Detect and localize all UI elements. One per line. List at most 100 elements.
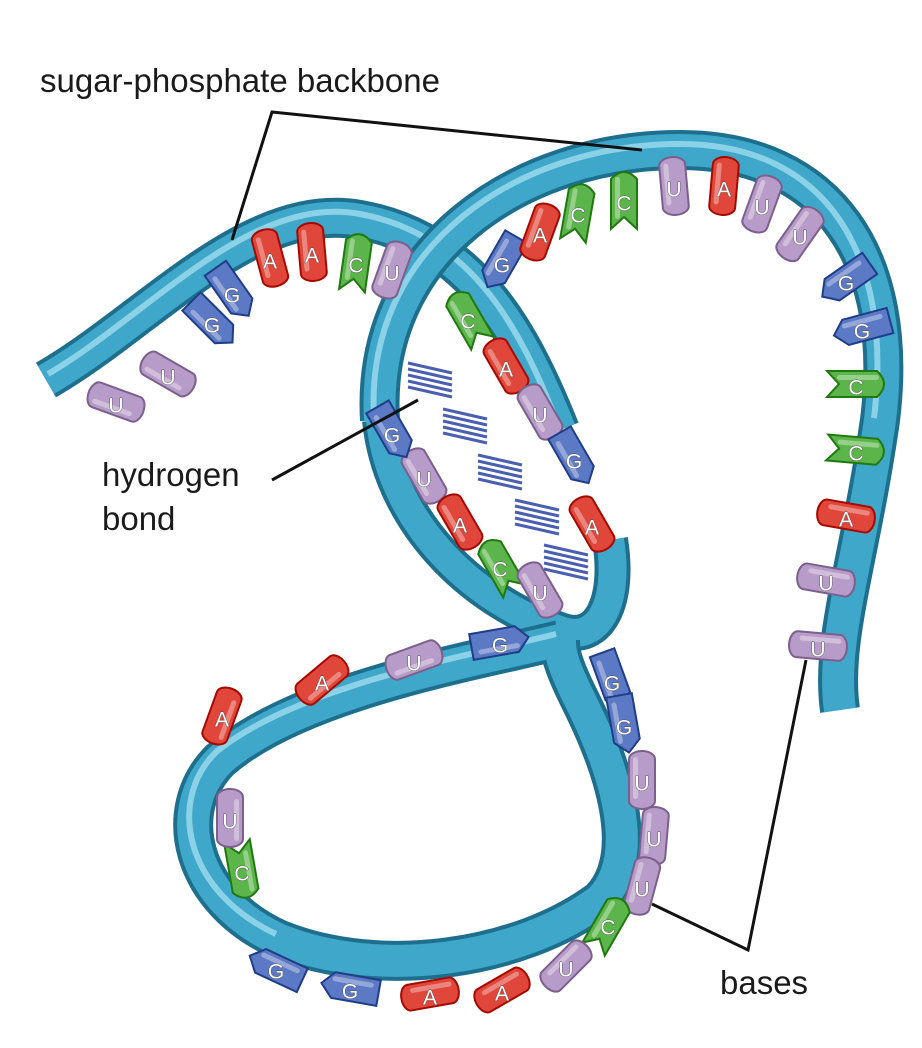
base-highlight bbox=[344, 238, 355, 280]
base-a: A bbox=[482, 337, 530, 395]
base-highlight bbox=[525, 208, 544, 248]
base-u: U bbox=[216, 788, 244, 848]
base-body bbox=[468, 625, 530, 661]
base-highlight bbox=[591, 900, 616, 938]
base-letter: G bbox=[384, 425, 400, 448]
base-highlight bbox=[301, 229, 310, 272]
hydrogen-bond-label-line2: bond bbox=[102, 500, 175, 537]
base-highlight bbox=[441, 504, 466, 543]
base-body bbox=[222, 836, 260, 899]
base-letter: C bbox=[848, 443, 863, 466]
base-a: A bbox=[294, 654, 350, 706]
base-u: U bbox=[796, 562, 856, 598]
base-g: G bbox=[832, 306, 895, 347]
base-highlight bbox=[713, 162, 722, 205]
base-body bbox=[180, 290, 235, 345]
base-highlight bbox=[405, 458, 430, 497]
base-highlight bbox=[485, 238, 510, 276]
hydrogen-bond-dash bbox=[442, 431, 488, 445]
leader-lines bbox=[230, 110, 808, 953]
base-highlight bbox=[190, 309, 222, 341]
base-highlight bbox=[837, 375, 879, 380]
base-body bbox=[400, 447, 448, 505]
base-letter: U bbox=[532, 583, 547, 606]
base-letter: A bbox=[717, 179, 731, 202]
base-highlight bbox=[633, 757, 638, 799]
hydrogen-bond-dash bbox=[477, 453, 523, 467]
base-body bbox=[708, 156, 740, 216]
base-highlight bbox=[481, 548, 506, 587]
base-highlight bbox=[566, 188, 578, 230]
hydrogen-bond-dash bbox=[514, 498, 560, 512]
hydrogen-bond-dash bbox=[407, 385, 453, 399]
base-a: A bbox=[519, 202, 561, 262]
hydrogen-bond-leader-line bbox=[271, 398, 419, 482]
hydrogen-bond-dash bbox=[442, 413, 488, 427]
base-c: C bbox=[824, 370, 885, 400]
hydrogen-bond-dash bbox=[477, 459, 523, 473]
base-letter: G bbox=[342, 981, 358, 1004]
base-u: U bbox=[400, 447, 448, 505]
base-c: C bbox=[337, 233, 373, 295]
base-body bbox=[539, 939, 593, 993]
hydrogen-bond-dash bbox=[407, 379, 453, 393]
base-highlight bbox=[218, 700, 237, 740]
base-highlight bbox=[373, 414, 398, 453]
base-body bbox=[216, 788, 244, 848]
base-highlight bbox=[573, 506, 598, 545]
base-body bbox=[400, 976, 460, 1012]
base-g: G bbox=[605, 692, 641, 754]
base-a: A bbox=[201, 686, 243, 746]
base-a: A bbox=[400, 976, 460, 1012]
hydrogen-bond-dash bbox=[477, 477, 523, 491]
base-body bbox=[201, 686, 243, 746]
base-letter: C bbox=[460, 311, 475, 334]
hydrogen-bond-dash bbox=[514, 510, 560, 524]
base-highlight bbox=[555, 440, 580, 479]
base-u: U bbox=[516, 561, 564, 619]
base-highlight bbox=[261, 952, 300, 974]
base-letter: U bbox=[634, 773, 649, 796]
backbone-helix-strand-a-face bbox=[366, 418, 627, 647]
base-body bbox=[519, 202, 561, 262]
base-body bbox=[436, 493, 484, 551]
base-body bbox=[86, 381, 146, 423]
base-u: U bbox=[628, 750, 656, 810]
base-letter: G bbox=[616, 717, 632, 740]
base-highlight bbox=[307, 671, 342, 701]
base-highlight bbox=[521, 394, 546, 433]
base-a: A bbox=[473, 966, 531, 1014]
base-u: U bbox=[741, 174, 783, 234]
base-u: U bbox=[658, 156, 690, 216]
base-a: A bbox=[436, 493, 484, 551]
bases-label: bases bbox=[720, 964, 808, 1001]
base-letter: A bbox=[315, 673, 329, 696]
hydrogen-bond-dash bbox=[442, 419, 488, 433]
base-letter: U bbox=[818, 573, 833, 596]
base-c: C bbox=[222, 836, 260, 899]
hydrogen-bond-dash bbox=[543, 561, 589, 575]
base-letter: U bbox=[810, 639, 825, 662]
base-highlight bbox=[144, 366, 182, 391]
hydrogen-bond-label-line1: hydrogen bbox=[102, 456, 240, 493]
base-letter: G bbox=[854, 321, 870, 344]
base-u: U bbox=[86, 381, 146, 423]
base-letter: A bbox=[453, 515, 467, 538]
base-letter: U bbox=[754, 197, 769, 220]
base-highlight bbox=[615, 177, 620, 219]
base-highlight bbox=[481, 971, 520, 996]
base-u: U bbox=[371, 240, 413, 300]
sugar-phosphate-backbone bbox=[35, 129, 904, 981]
base-highlight bbox=[243, 850, 255, 892]
base-letter: A bbox=[839, 509, 853, 532]
base-body bbox=[816, 498, 876, 534]
hydrogen-bond-dash bbox=[514, 522, 560, 536]
base-highlight bbox=[410, 981, 452, 993]
base-highlight bbox=[212, 276, 239, 312]
base-body bbox=[741, 174, 783, 234]
backbone-leader-line bbox=[230, 110, 643, 241]
bases-leader-line bbox=[651, 659, 808, 953]
base-highlight bbox=[487, 348, 512, 387]
base-a: A bbox=[296, 222, 328, 282]
hydrogen-bond-dash bbox=[543, 555, 589, 569]
